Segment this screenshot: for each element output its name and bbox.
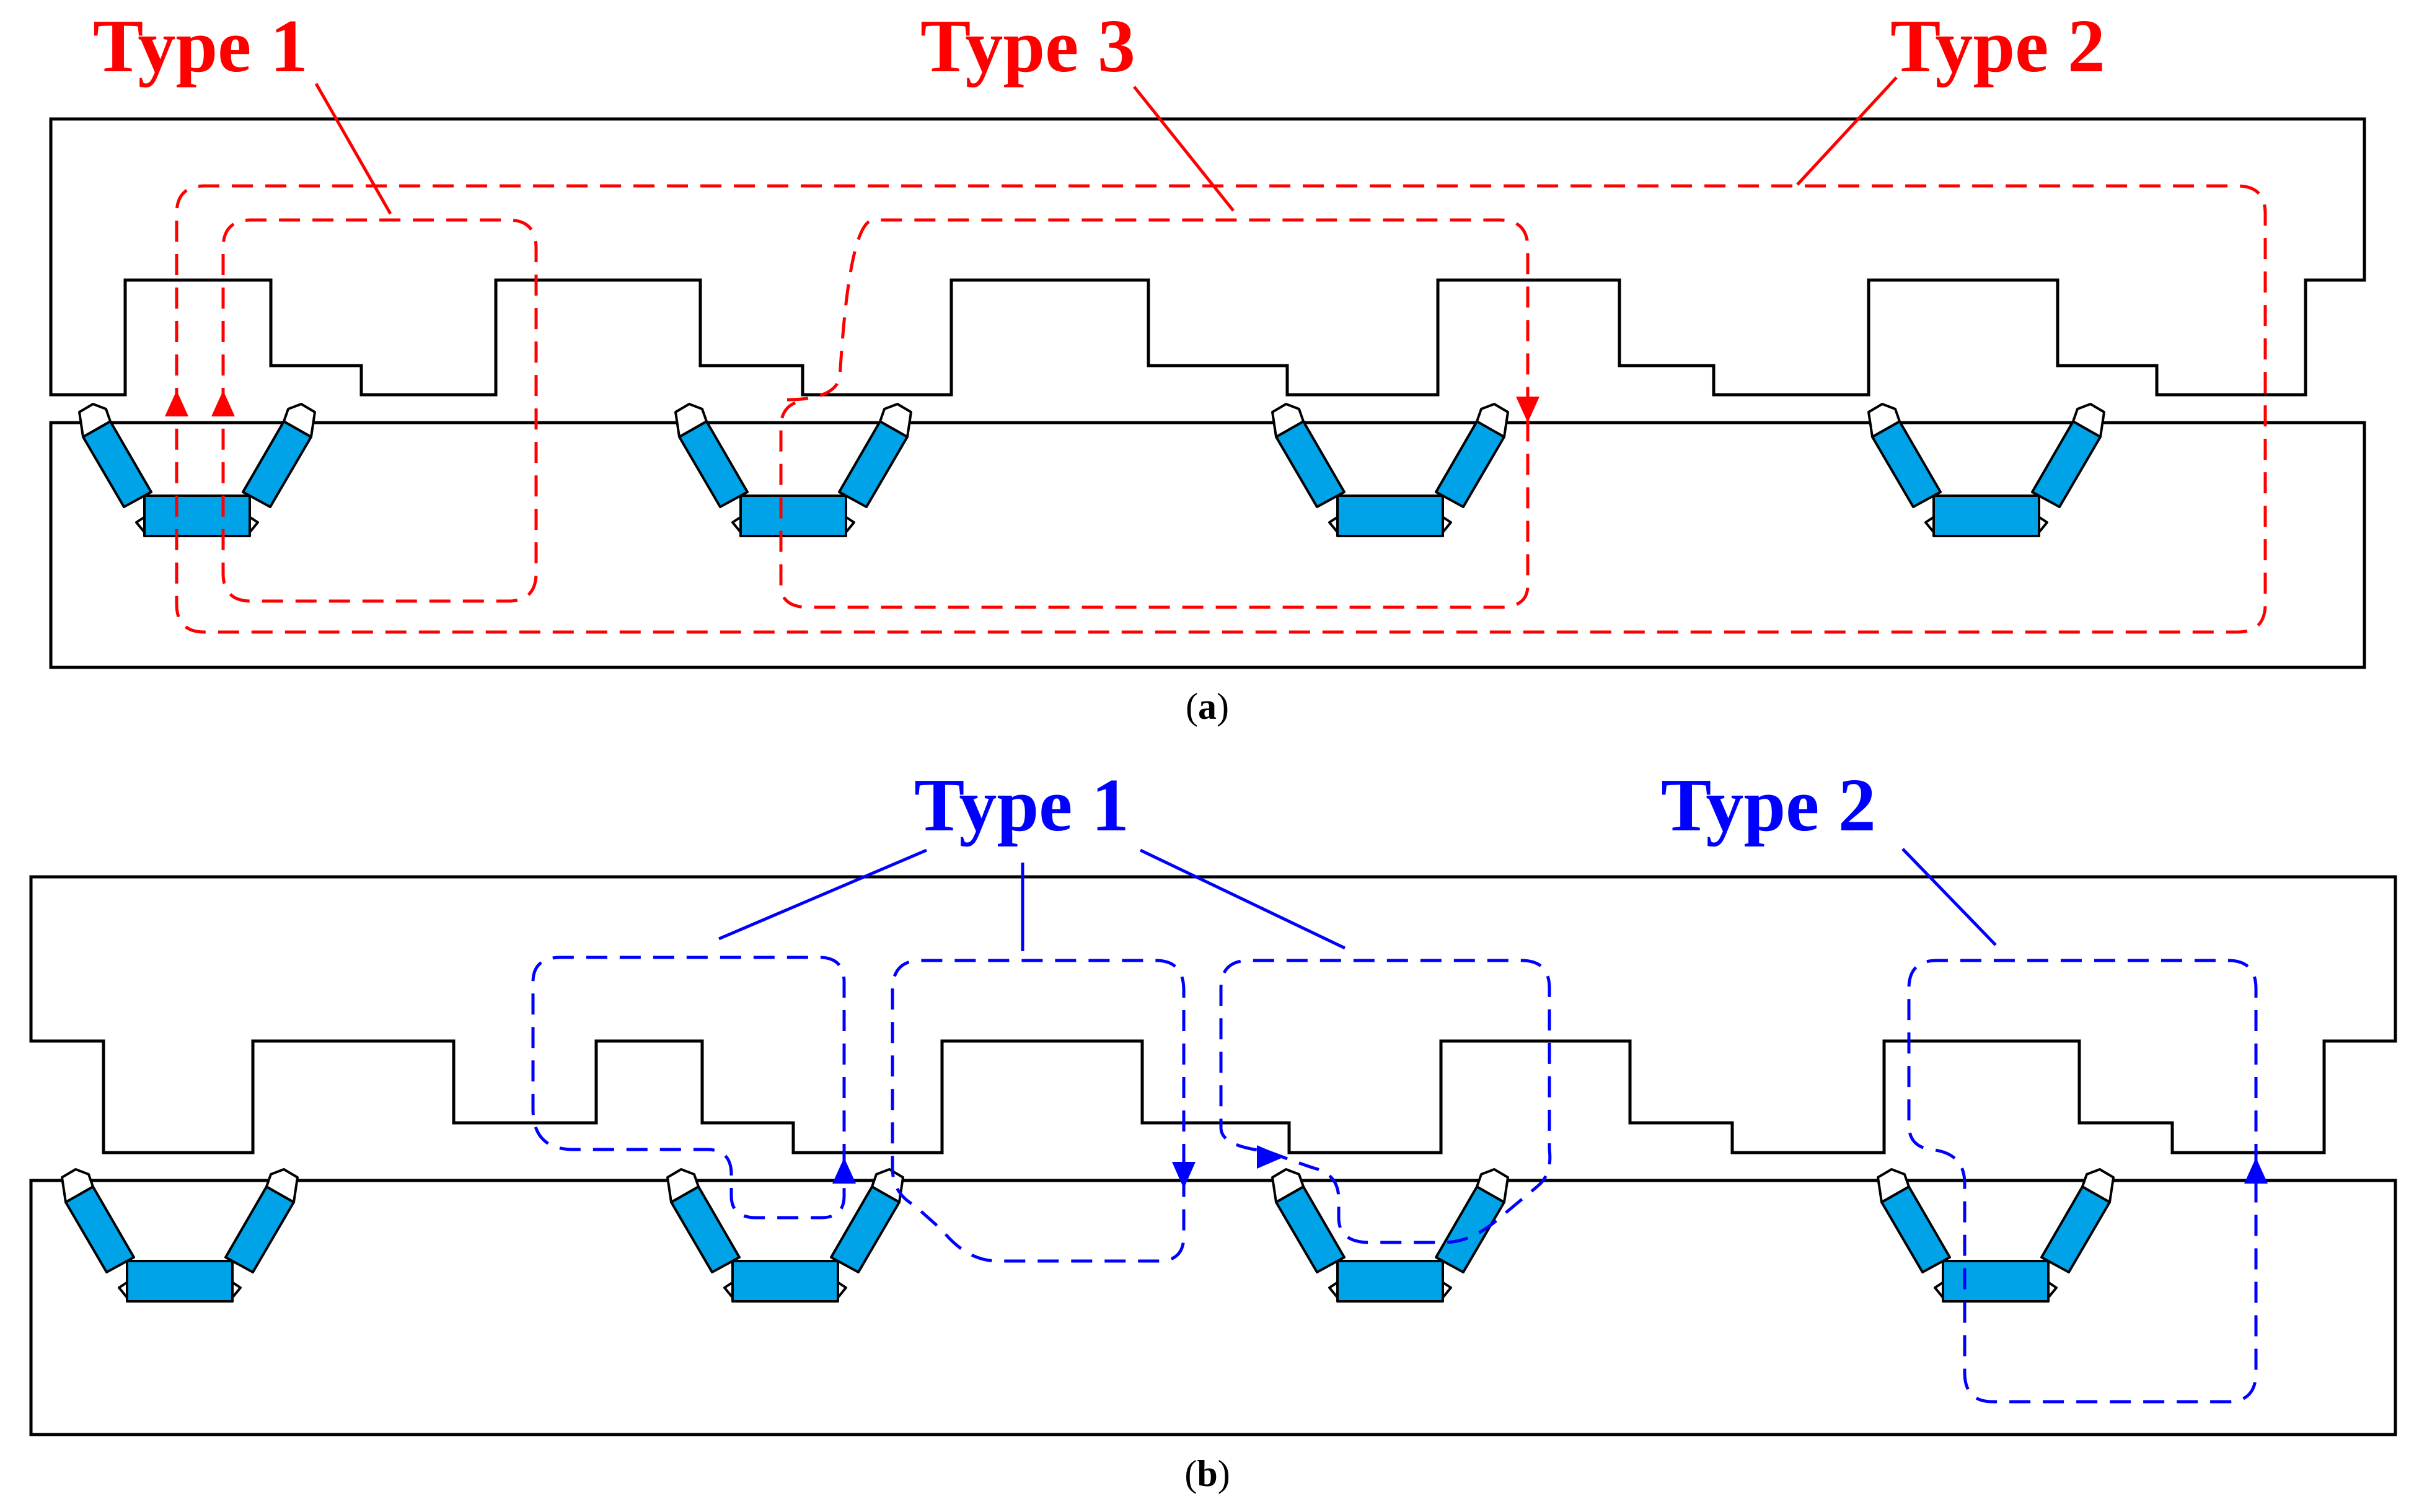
- magnet-center-bar: [1932, 494, 2040, 537]
- magnet-arm: [830, 1185, 901, 1273]
- panel-a-flux-paths: [175, 184, 2267, 634]
- magnet-tip: [78, 403, 112, 438]
- panel-b-flux-paths: [531, 956, 2258, 1404]
- panel-b-magnet-group: [1271, 1168, 1509, 1303]
- panel-a-leader-type1: [314, 82, 392, 215]
- panel-a-magnet-group: [1867, 403, 2105, 537]
- panel-b-flux-path-type1-center: [891, 959, 1186, 1263]
- panel-b-leader-lines: [718, 848, 1997, 951]
- panel-b-flux-arrow-right: [1257, 1145, 1284, 1169]
- panel-a-leader-type3: [1133, 86, 1235, 212]
- panel-b-flux-path-type1-left: [531, 956, 846, 1220]
- magnet-arm: [1435, 1185, 1505, 1273]
- panel-a-flux-path-type1: [221, 218, 538, 603]
- magnet-tip: [2072, 403, 2105, 438]
- panel-a-label-type3: Type 3: [920, 4, 1135, 88]
- magnet-tip: [61, 1168, 94, 1203]
- magnet-tip: [666, 1168, 700, 1203]
- panel-b: Type 1 Type 2 (b): [29, 763, 2397, 1494]
- panel-a-flux-arrow-up-1: [165, 390, 188, 416]
- magnet-arm: [1275, 420, 1346, 508]
- panel-a-label-type2: Type 2: [1890, 4, 2105, 88]
- panel-b-label-type1: Type 1: [914, 763, 1129, 847]
- magnet-arm: [670, 1185, 741, 1273]
- magnet-tip: [1476, 403, 1509, 438]
- panel-b-magnet-group: [61, 1168, 299, 1303]
- magnet-arm: [838, 420, 909, 508]
- magnet-arm: [1880, 1185, 1951, 1273]
- panel-a-magnet-groups: [78, 403, 2105, 537]
- magnet-arm: [224, 1185, 295, 1273]
- magnet-tip: [674, 403, 708, 438]
- panel-a-stator-core: [49, 117, 2366, 397]
- magnet-tip: [879, 403, 912, 438]
- magnet-center-bar: [1336, 1260, 1444, 1303]
- magnet-tip: [2081, 1168, 2115, 1203]
- panel-b-stator-core: [29, 875, 2397, 1154]
- panel-b-flux-path-type1-right: [1219, 959, 1552, 1244]
- panel-a-flux-path-type2: [175, 184, 2267, 634]
- panel-a-leader-lines: [314, 76, 1898, 215]
- panel-a: Type 1 Type 3 Type 2 (a): [49, 4, 2366, 727]
- panel-b-magnet-group: [1877, 1168, 2115, 1303]
- panel-b-caption: (b): [1184, 1453, 1230, 1494]
- magnet-tip: [283, 403, 316, 438]
- panel-b-mover-core: [29, 1179, 2397, 1436]
- magnet-tip: [265, 1168, 299, 1203]
- magnet-center-bar: [1942, 1260, 2050, 1303]
- panel-b-label-type2: Type 2: [1661, 763, 1876, 847]
- panel-a-flux-arrow-down: [1516, 397, 1540, 423]
- panel-a-magnet-group: [1271, 403, 1509, 537]
- panel-b-leader-type1-left: [718, 848, 927, 941]
- magnet-tip: [1867, 403, 1901, 438]
- panel-b-flux-path-type2: [1907, 959, 2258, 1404]
- magnet-arm: [82, 420, 152, 508]
- magnet-arm: [1275, 1185, 1346, 1273]
- panel-b-flux-arrow-down: [1172, 1162, 1196, 1189]
- magnet-arm: [2031, 420, 2102, 508]
- magnet-arm: [1435, 420, 1505, 508]
- magnet-center-bar: [1336, 494, 1444, 537]
- magnet-arm: [678, 420, 749, 508]
- magnet-center-bar: [143, 494, 251, 537]
- panel-a-flux-path-type3: [779, 218, 1530, 609]
- panel-b-magnet-group: [666, 1168, 904, 1303]
- panel-a-magnet-group: [674, 403, 912, 537]
- panel-a-leader-type2: [1796, 76, 1898, 186]
- magnet-tip: [1271, 403, 1305, 438]
- magnet-center-bar: [731, 1260, 839, 1303]
- magnet-arm: [1871, 420, 1942, 508]
- panel-a-caption: (a): [1186, 686, 1229, 727]
- magnet-tip: [1271, 1168, 1305, 1203]
- panel-b-flux-arrow-up-1: [832, 1158, 856, 1184]
- magnet-tip: [1877, 1168, 1910, 1203]
- magnet-tip: [1476, 1168, 1509, 1203]
- panel-a-label-type1: Type 1: [93, 4, 308, 88]
- magnet-arm: [242, 420, 312, 508]
- panel-a-flux-arrow-up-2: [211, 390, 235, 416]
- magnet-center-bar: [126, 1260, 234, 1303]
- panel-a-magnet-group: [78, 403, 316, 537]
- panel-a-mover-core: [49, 421, 2366, 669]
- panel-b-leader-type1-right: [1139, 848, 1346, 950]
- panel-b-flux-arrow-up-2: [2244, 1158, 2268, 1184]
- magnet-arm: [2040, 1185, 2111, 1273]
- magnet-arm: [64, 1185, 135, 1273]
- panel-b-leader-type2: [1901, 848, 1997, 946]
- magnet-tip: [871, 1168, 904, 1203]
- magnet-center-bar: [739, 494, 847, 537]
- panel-b-magnet-groups: [61, 1168, 2115, 1303]
